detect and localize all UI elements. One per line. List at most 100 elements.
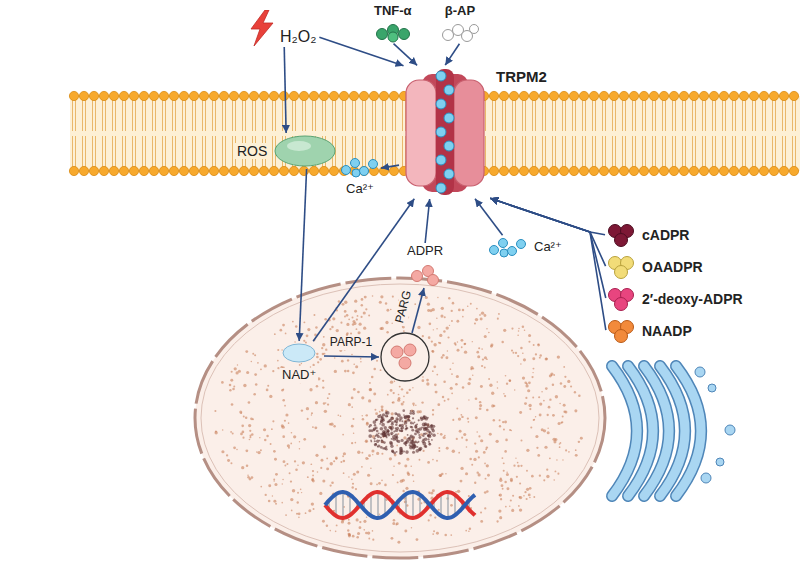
chromatin-dot bbox=[462, 309, 465, 312]
chromatin-dot bbox=[227, 459, 230, 462]
chromatin-dot bbox=[275, 503, 277, 505]
node-label: Ca²⁺ bbox=[532, 240, 564, 255]
chromatin-dot bbox=[438, 447, 440, 449]
chromatin-dot bbox=[463, 433, 466, 436]
chromatin-dot bbox=[400, 449, 403, 452]
lipid-tail bbox=[682, 100, 683, 131]
lipid-head bbox=[379, 91, 388, 100]
chromatin-dot bbox=[431, 439, 433, 441]
chromatin-dot bbox=[433, 365, 436, 368]
lipid-tail bbox=[312, 100, 313, 131]
chromatin-dot bbox=[461, 416, 463, 418]
lipid-head bbox=[269, 166, 278, 175]
chromatin-dot bbox=[317, 361, 319, 363]
chromatin-dot bbox=[484, 356, 487, 359]
chromatin-dot bbox=[414, 303, 416, 305]
chromatin-dot bbox=[511, 430, 512, 431]
chromatin-dot bbox=[240, 412, 242, 414]
lipid-head bbox=[309, 91, 318, 100]
chromatin-dot bbox=[427, 438, 429, 440]
chromatin-dot bbox=[286, 463, 288, 465]
chromatin-dot bbox=[428, 443, 431, 446]
chromatin-dot bbox=[418, 419, 420, 421]
chromatin-dot bbox=[458, 417, 461, 420]
chromatin-dot bbox=[245, 350, 248, 353]
chromatin-dot bbox=[422, 442, 426, 446]
chromatin-dot bbox=[533, 419, 535, 421]
lipid-tail bbox=[502, 100, 503, 131]
chromatin-dot bbox=[375, 443, 377, 445]
chromatin-dot bbox=[504, 450, 507, 453]
chromatin-dot bbox=[392, 474, 394, 476]
chromatin-dot bbox=[564, 410, 567, 413]
lipid-head bbox=[389, 91, 398, 100]
chromatin-dot bbox=[252, 418, 254, 420]
chromatin-dot bbox=[456, 438, 458, 440]
dna-strand bbox=[325, 492, 475, 518]
chromatin-dot bbox=[519, 411, 522, 414]
lipid-head bbox=[559, 166, 568, 175]
chromatin-dot bbox=[282, 479, 283, 480]
chromatin-dot bbox=[530, 427, 532, 429]
chromatin-dot bbox=[451, 392, 453, 394]
lipid-tail bbox=[75, 136, 76, 167]
chromatin-dot bbox=[380, 420, 383, 423]
lipid-head bbox=[159, 91, 168, 100]
enzyme-label: PARP-1 bbox=[328, 336, 374, 350]
lipid-tail bbox=[82, 136, 83, 167]
chromatin-dot bbox=[427, 433, 431, 437]
signal-arrow bbox=[475, 199, 503, 235]
chromatin-dot bbox=[485, 478, 487, 480]
chromatin-dot bbox=[396, 445, 398, 447]
chromatin-dot bbox=[467, 305, 469, 307]
lipid-head bbox=[769, 166, 778, 175]
lipid-tail bbox=[655, 100, 656, 131]
chromatin-dot bbox=[299, 441, 300, 442]
chromatin-dot bbox=[560, 422, 562, 424]
chromatin-dot bbox=[546, 469, 548, 471]
chromatin-dot bbox=[324, 318, 327, 321]
chromatin-dot bbox=[428, 336, 431, 339]
chromatin-dot bbox=[489, 433, 492, 436]
chromatin-dot bbox=[419, 459, 421, 461]
chromatin-dot bbox=[401, 430, 403, 432]
lipid-tail bbox=[565, 136, 566, 167]
chromatin-dot bbox=[414, 445, 417, 448]
chromatin-dot bbox=[416, 431, 418, 433]
chromatin-dot bbox=[533, 368, 535, 370]
chromatin-dot bbox=[444, 400, 446, 402]
chromatin-dot bbox=[563, 366, 565, 368]
chromatin-dot bbox=[282, 435, 285, 438]
lipid-tail bbox=[672, 136, 673, 167]
chromatin-dot bbox=[486, 446, 488, 448]
chromatin-dot bbox=[522, 376, 525, 379]
chromatin-dot bbox=[476, 351, 479, 354]
chromatin-dot bbox=[415, 404, 417, 406]
lipid-tail bbox=[735, 136, 736, 167]
lipid-tail bbox=[115, 136, 116, 167]
chromatin-dot bbox=[550, 372, 553, 375]
chromatin-dot bbox=[443, 330, 445, 332]
chromatin-dot bbox=[467, 382, 470, 385]
chromatin-dot bbox=[246, 371, 249, 374]
chromatin-dot bbox=[447, 336, 449, 338]
chromatin-dot bbox=[519, 496, 522, 499]
chromatin-dot bbox=[409, 389, 411, 391]
chromatin-dot bbox=[385, 321, 388, 324]
lipid-tail bbox=[305, 100, 306, 131]
chromatin-dot bbox=[373, 392, 376, 395]
chromatin-dot bbox=[439, 474, 442, 477]
lipid-tail bbox=[485, 136, 486, 167]
chromatin-dot bbox=[229, 384, 232, 387]
chromatin-dot bbox=[556, 459, 558, 461]
chromatin-dot bbox=[432, 350, 435, 353]
chromatin-dot bbox=[282, 399, 285, 402]
chromatin-dot bbox=[359, 323, 362, 326]
chromatin-dot bbox=[317, 471, 319, 473]
chromatin-dot bbox=[281, 389, 283, 391]
chromatin-dot bbox=[299, 448, 300, 449]
chromatin-dot bbox=[214, 431, 217, 434]
chromatin-dot bbox=[338, 300, 340, 302]
chromatin-dot bbox=[543, 429, 546, 432]
